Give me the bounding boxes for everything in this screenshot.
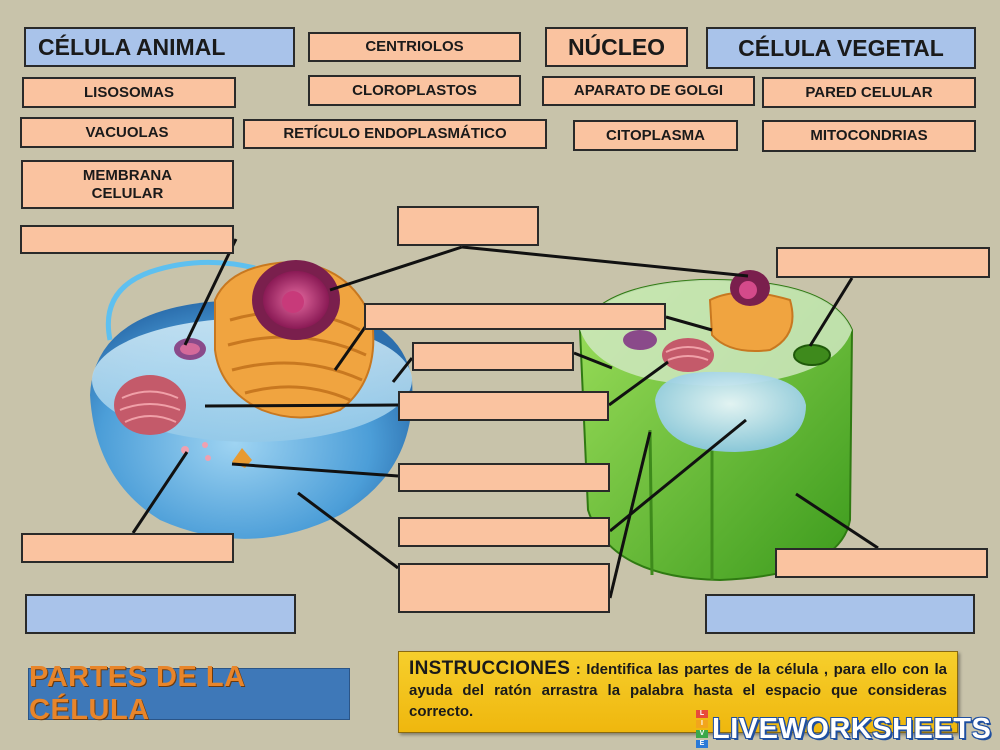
- logo-letter-l: L: [696, 710, 708, 718]
- brand-logo-icon: L I V E: [696, 709, 708, 749]
- drop-slot-animal-title[interactable]: [25, 594, 296, 634]
- logo-letter-e: E: [696, 740, 708, 748]
- drop-slot-vegetal-title[interactable]: [705, 594, 975, 634]
- drop-slot-mitocondria[interactable]: [398, 391, 609, 421]
- chip-vacuolas[interactable]: VACUOLAS: [20, 117, 234, 148]
- chip-celula-animal[interactable]: CÉLULA ANIMAL: [24, 27, 295, 67]
- drop-slot-membrana[interactable]: [398, 563, 610, 613]
- animal-cell: [90, 259, 413, 539]
- drop-slot-citoplasma[interactable]: [412, 342, 574, 371]
- instructions-heading: INSTRUCCIONES: [409, 658, 571, 679]
- page-title: PARTES DE LA CÉLULA: [28, 661, 350, 726]
- chip-centriolos[interactable]: CENTRIOLOS: [308, 32, 521, 62]
- drop-slot-cloroplasto[interactable]: [776, 247, 990, 278]
- chip-pared-celular[interactable]: PARED CELULAR: [762, 77, 976, 108]
- logo-letter-v: V: [696, 730, 708, 738]
- drop-slot-lisosoma[interactable]: [20, 225, 234, 254]
- logo-letter-i: I: [696, 720, 708, 728]
- instructions-box: INSTRUCCIONES : Identifica las partes de…: [398, 651, 958, 733]
- drop-slot-vacuola[interactable]: [398, 517, 610, 547]
- drop-slot-pared-celular[interactable]: [775, 548, 988, 578]
- drop-slot-centriolos[interactable]: [398, 463, 610, 492]
- chip-celula-vegetal[interactable]: CÉLULA VEGETAL: [706, 27, 976, 69]
- drop-slot-aparato-golgi[interactable]: [364, 303, 666, 330]
- chip-membrana-celular[interactable]: MEMBRANA CELULAR: [21, 160, 234, 209]
- chip-nucleo[interactable]: NÚCLEO: [545, 27, 688, 67]
- chip-lisosomas[interactable]: LISOSOMAS: [22, 77, 236, 108]
- drop-slot-reticulo[interactable]: [21, 533, 234, 563]
- chip-cloroplastos[interactable]: CLOROPLASTOS: [308, 75, 521, 106]
- pointer-lines: [131, 238, 879, 599]
- chip-aparato-golgi[interactable]: APARATO DE GOLGI: [542, 76, 755, 106]
- instructions-text: : Identifica las partes de la célula , p…: [409, 661, 947, 720]
- chip-citoplasma[interactable]: CITOPLASMA: [573, 120, 738, 151]
- chip-reticulo[interactable]: RETÍCULO ENDOPLASMÁTICO: [243, 119, 547, 149]
- drop-slot-nucleo[interactable]: [397, 206, 539, 246]
- liveworksheets-logo: L I V E LIVEWORKSHEETS: [696, 710, 992, 748]
- chip-mitocondrias[interactable]: MITOCONDRIAS: [762, 120, 976, 152]
- brand-name: LIVEWORKSHEETS: [712, 712, 992, 745]
